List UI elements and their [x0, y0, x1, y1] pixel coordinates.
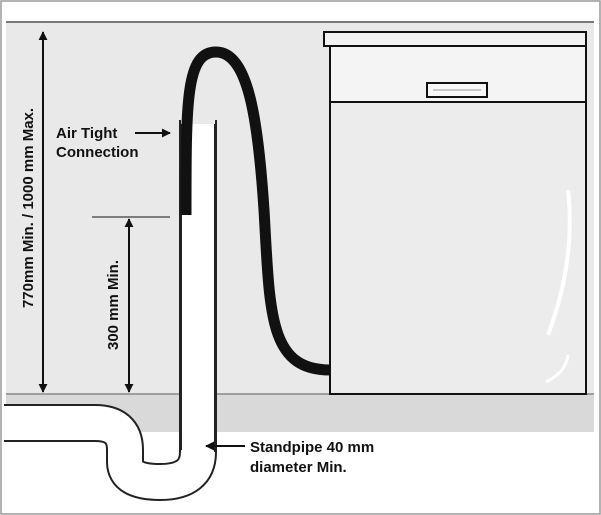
lower-floor [6, 432, 594, 509]
air-tight-label-line2: Connection [56, 144, 139, 161]
standpipe-callout: Standpipe 40 mm diameter Min. [205, 439, 374, 476]
dishwasher-reflection [546, 189, 572, 336]
standpipe-label-line1: Standpipe 40 mm [250, 439, 374, 456]
dishwasher [323, 31, 587, 395]
drain-pipe [4, 118, 217, 501]
standpipe-label-line2: diameter Min. [250, 459, 347, 476]
dishwasher-reflection-small [545, 354, 570, 384]
dishwasher-body [329, 45, 587, 395]
air-tight-label-line1: Air Tight [56, 125, 117, 142]
drain-hose [180, 46, 331, 376]
dishwasher-lid-strip [323, 31, 587, 47]
min-height-label: 300 mm Min. [105, 260, 122, 350]
air-tight-callout: Air Tight Connection [56, 125, 171, 161]
drain-pipe-inner [4, 120, 215, 499]
min-height-dimension: 300 mm Min. [92, 216, 170, 393]
standpipe-mask [182, 118, 214, 124]
total-height-label: 770mm Min. / 1000 mm Max. [20, 108, 37, 308]
total-height-dimension: 770mm Min. / 1000 mm Max. [20, 31, 48, 393]
